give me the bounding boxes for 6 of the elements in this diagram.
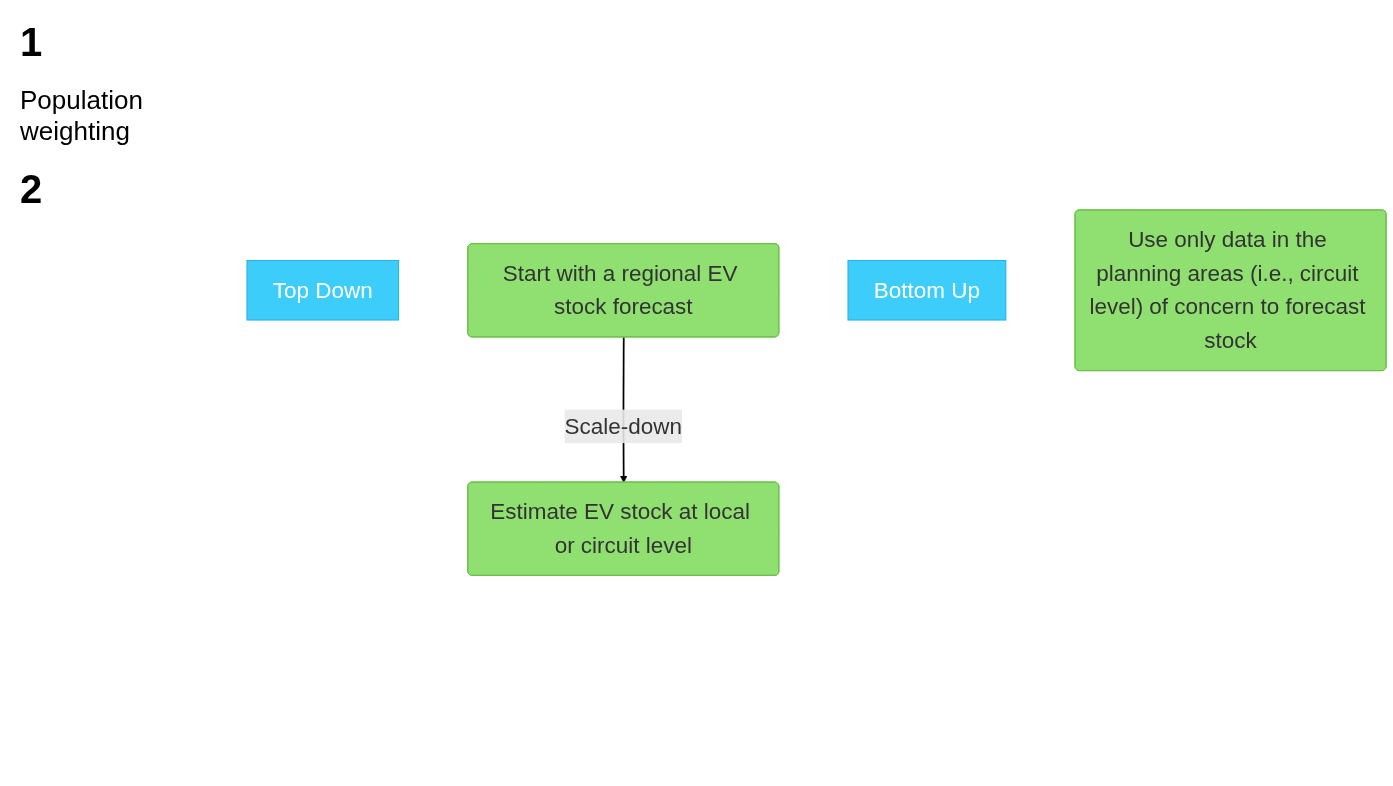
node-box: Bottom Up	[847, 260, 1007, 321]
node-box: Top Down	[246, 260, 400, 321]
step-number: 1	[20, 20, 44, 65]
step-number: 2	[20, 167, 44, 212]
edge-note: Population weighting	[20, 85, 144, 147]
edge-label: Scale-down	[564, 413, 682, 440]
